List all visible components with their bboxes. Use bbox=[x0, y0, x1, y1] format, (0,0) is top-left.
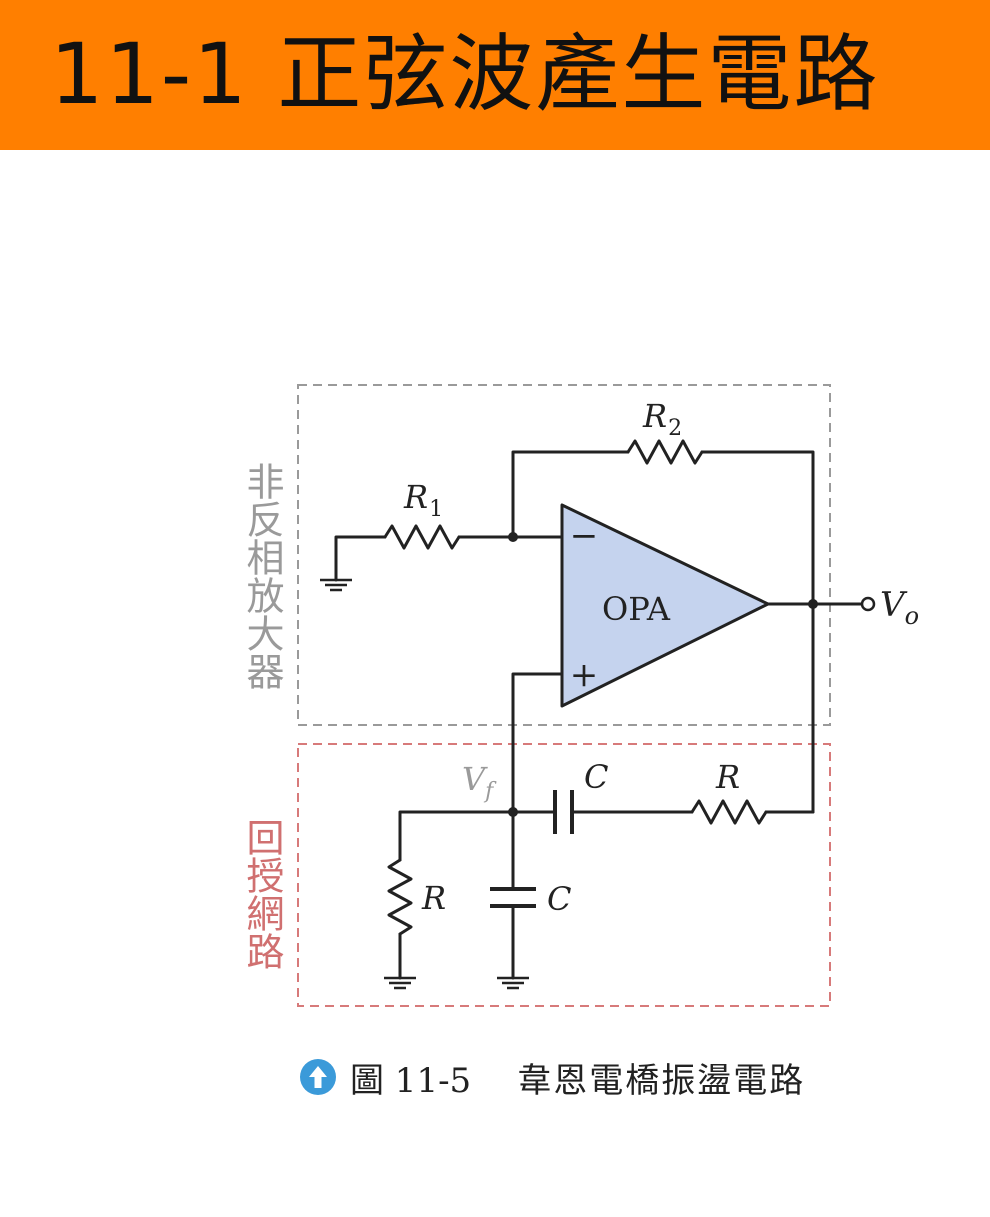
plus-input-wire bbox=[511, 672, 564, 814]
shunt-resistor bbox=[387, 858, 413, 936]
series-resistor bbox=[690, 799, 768, 825]
shunt-c-label: C bbox=[547, 880, 571, 918]
shunt-r-top-wire bbox=[398, 810, 515, 862]
vo-label-sub: o bbox=[905, 602, 919, 630]
output-terminal bbox=[860, 596, 876, 612]
inverting-node-dot bbox=[508, 532, 518, 542]
r2-right-wire bbox=[700, 450, 815, 814]
r1-label: R1 bbox=[403, 478, 443, 522]
figure-caption: 圖 11-5 韋恩電橋振盪電路 bbox=[300, 1052, 805, 1102]
output-node-dot bbox=[808, 599, 818, 609]
figure-number: 圖 11-5 bbox=[350, 1060, 472, 1101]
r1-resistor bbox=[383, 524, 461, 550]
figure-title: 韋恩電橋振盪電路 bbox=[517, 1060, 806, 1101]
r1-ground-wire bbox=[334, 535, 387, 582]
r2-label-sub: 2 bbox=[668, 416, 682, 441]
shunt-r-label: R bbox=[421, 879, 446, 917]
amplifier-section-label: 非反相放大器 bbox=[240, 462, 284, 690]
r2-label-main: R bbox=[642, 397, 667, 435]
vo-label-main: V bbox=[880, 585, 908, 625]
r1-ground-icon bbox=[320, 578, 352, 592]
plus-sign: + bbox=[570, 655, 599, 695]
opamp-label: OPA bbox=[602, 590, 671, 628]
feedback-section-box bbox=[297, 743, 831, 1007]
r2-label: R2 bbox=[642, 397, 682, 441]
header-bar: 11-1 正弦波產生電路 bbox=[0, 0, 990, 150]
minus-sign: − bbox=[570, 516, 599, 556]
r2-resistor bbox=[626, 439, 704, 465]
shunt-c-ground-icon bbox=[497, 976, 529, 990]
shunt-r-ground-icon bbox=[384, 976, 416, 990]
series-r-label: R bbox=[715, 758, 740, 796]
opamp-triangle bbox=[560, 503, 770, 708]
feedback-section-label: 回授網路 bbox=[240, 818, 284, 970]
vf-node-dot bbox=[508, 807, 518, 817]
series-c-label: C bbox=[584, 758, 608, 796]
r1-label-main: R bbox=[403, 478, 428, 516]
r2-left-wire bbox=[511, 450, 630, 539]
vf-label-main: V bbox=[462, 760, 488, 798]
up-arrow-circle-icon bbox=[300, 1059, 336, 1095]
vf-label-sub: f bbox=[483, 779, 497, 804]
vf-label: Vf bbox=[462, 760, 497, 804]
r1-label-sub: 1 bbox=[429, 497, 443, 522]
page-title: 11-1 正弦波產生電路 bbox=[50, 25, 880, 123]
vo-label: Vo bbox=[880, 585, 919, 630]
